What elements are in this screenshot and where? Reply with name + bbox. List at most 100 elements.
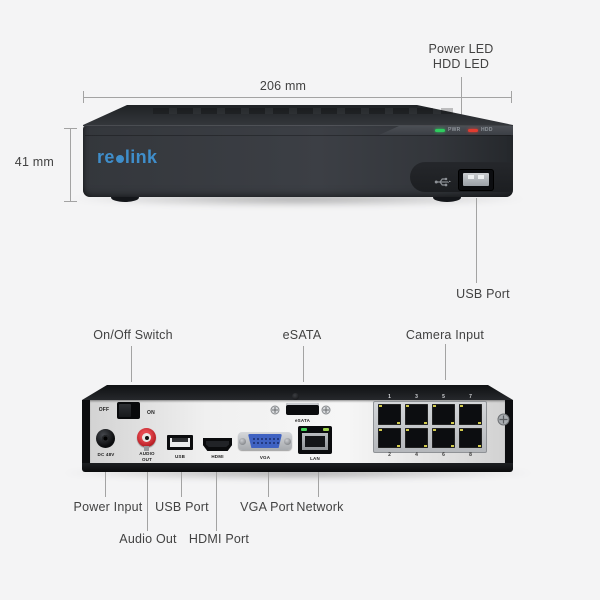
led-callout-line: [461, 77, 462, 117]
usb-contact: [468, 175, 474, 179]
power-input-line: [105, 472, 106, 497]
off-label: OFF: [98, 407, 110, 413]
front-top-face: [83, 105, 513, 126]
callout-network: Network: [296, 500, 344, 514]
camera-port-6: [432, 428, 455, 448]
port-number: 6: [442, 452, 445, 458]
lan-label: LAN: [310, 456, 320, 461]
dc-label: DC 48V: [97, 452, 115, 457]
front-usb-socket: [463, 173, 489, 186]
network-line: [318, 472, 319, 497]
dim-height-label: 41 mm: [14, 155, 54, 169]
usb-port-line: [181, 472, 182, 497]
dim-width-line: [83, 97, 512, 98]
esata-screw-left: [270, 405, 280, 415]
callout-power-input: Power Input: [73, 500, 143, 514]
hdd-led: [468, 129, 478, 132]
usb-icon: [434, 177, 452, 187]
power-input-jack: [96, 429, 115, 448]
rca-center: [144, 435, 149, 440]
vga-screw-left: [239, 438, 246, 445]
camera-port-5: [432, 404, 455, 425]
lan-led-right: [323, 428, 329, 431]
port-number: 3: [415, 394, 418, 400]
callout-camera-input: Camera Input: [405, 328, 485, 342]
hdmi-label: HDMI: [211, 454, 224, 459]
dim-height-line: [70, 128, 71, 202]
vga-pins: [251, 436, 279, 446]
port-number: 2: [388, 452, 391, 458]
power-led-label: Power LED: [428, 42, 494, 56]
rear-usb-socket: [170, 438, 190, 447]
callout-hdmi-port: HDMI Port: [188, 532, 250, 546]
callout-esata: eSATA: [282, 328, 322, 342]
power-switch-knob: [119, 404, 131, 417]
camera-port-1: [378, 404, 401, 425]
rca-audio-out: [137, 428, 156, 447]
lan-port: [298, 426, 332, 454]
dim-width-tick-left: [83, 91, 84, 103]
lan-socket: [302, 433, 328, 450]
logo-dot: [115, 155, 124, 163]
hdmi-port-line: [216, 472, 217, 531]
camera-port-3: [405, 404, 428, 425]
usb-callout-line: [476, 198, 477, 283]
power-led: [435, 129, 445, 132]
esata-callout-line: [303, 346, 304, 382]
callout-onoff-switch: On/Off Switch: [93, 328, 173, 342]
pwr-led-text: PWR: [448, 127, 461, 133]
hdmi-socket: [206, 441, 229, 447]
esata-top-screw: [292, 393, 299, 400]
port-number: 5: [442, 394, 445, 400]
lan-hole: [305, 436, 325, 447]
port-number: 1: [388, 394, 391, 400]
camera-port-4: [405, 428, 428, 448]
ground-screw: [497, 413, 510, 426]
front-usb-port: [458, 169, 494, 191]
camera-port-2: [378, 428, 401, 448]
led-callout-label: Power LED HDD LED: [411, 42, 511, 72]
audio-out-line: [147, 472, 148, 531]
led-strip: [379, 126, 513, 135]
onoff-callout-line: [131, 346, 132, 382]
usb-contact: [478, 175, 484, 179]
rca-stem: [144, 446, 149, 451]
esata-port: [286, 403, 319, 415]
callout-usb-port: USB Port: [155, 500, 209, 514]
vga-label: VGA: [259, 455, 271, 460]
top-vents: [153, 108, 453, 114]
port-number: 8: [469, 452, 472, 458]
rca-ring: [142, 433, 151, 442]
hdd-led-text: HDD: [481, 127, 493, 133]
dim-height-tick-top: [64, 128, 77, 129]
rear-bottom-strip: [82, 463, 513, 472]
lan-led-left: [301, 428, 307, 431]
camera-port-7: [459, 404, 482, 425]
rear-usb-tongue: [172, 438, 188, 442]
port-number: 7: [469, 394, 472, 400]
hdmi-port: [203, 438, 232, 451]
vga-connector: [248, 434, 282, 448]
camera-callout-line: [445, 344, 446, 380]
vga-port-line: [268, 472, 269, 497]
port-number: 4: [415, 452, 418, 458]
callout-vga-port: VGA Port: [240, 500, 294, 514]
camera-port-8: [459, 428, 482, 448]
callout-audio-out: Audio Out: [119, 532, 177, 546]
hdd-led-label: HDD LED: [432, 57, 490, 71]
vga-port: [238, 432, 292, 450]
dim-height-tick-bottom: [64, 201, 77, 202]
usb-callout-label: USB Port: [456, 287, 510, 301]
dim-width-tick-right: [511, 91, 512, 103]
front-foot-left: [111, 193, 139, 202]
power-switch: [117, 402, 140, 419]
esata-screw-right: [321, 405, 331, 415]
esata-label: eSATA: [294, 418, 311, 423]
vga-screw-right: [284, 438, 291, 445]
rear-usb-port: [167, 435, 193, 450]
front-seam-line: [85, 135, 511, 136]
